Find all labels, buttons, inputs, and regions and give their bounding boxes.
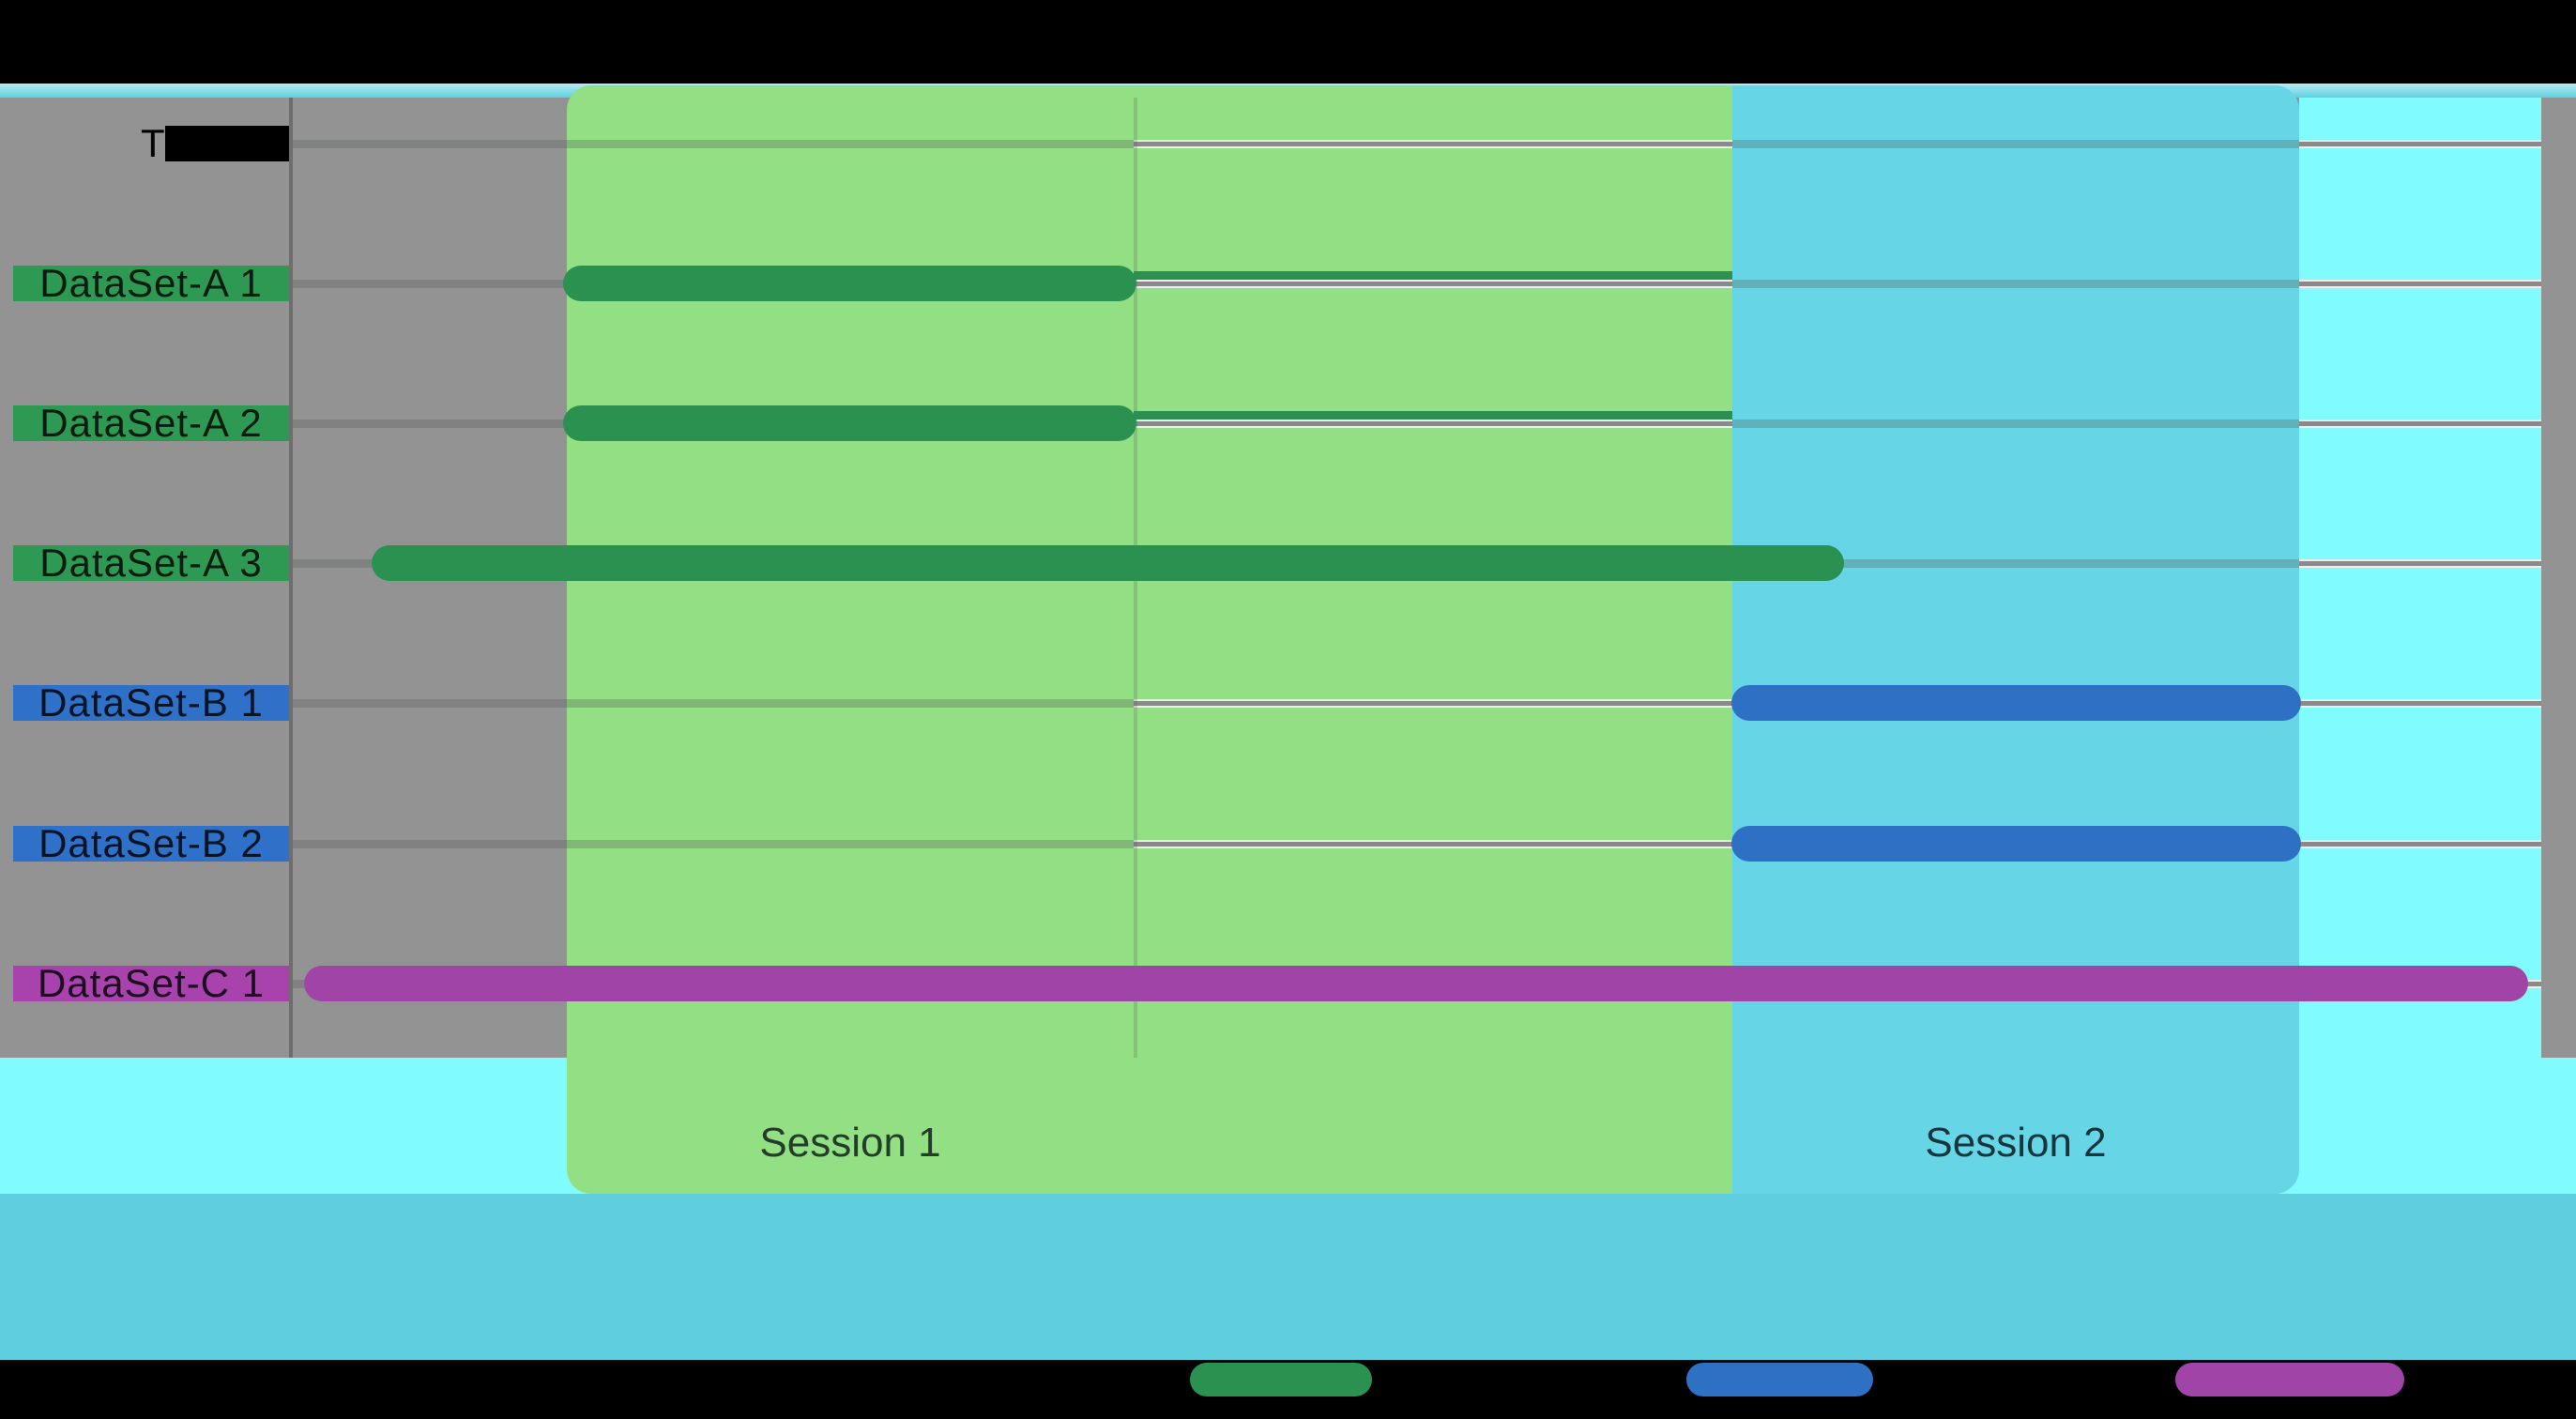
gridline-row0-strong <box>2299 140 2541 148</box>
task-bar-dataset-b-2[interactable] <box>1731 826 2301 862</box>
gridline-row2-strong <box>2299 420 2541 428</box>
row-label-dataset-a-2: DataSet-A 2 <box>13 405 289 441</box>
gridline-row2-muted <box>1732 420 2299 428</box>
gridline-row1-muted <box>1732 280 2299 288</box>
legend-swatch-1[interactable] <box>1686 1363 1873 1396</box>
y-axis-header-visible-letter: T <box>141 121 165 165</box>
gridline-row1-strong <box>1134 280 1732 288</box>
y-axis-header-redacted-box <box>165 126 289 161</box>
unlabeled-right-band <box>2299 98 2541 1194</box>
top-black-bar <box>0 0 2576 84</box>
session-1-band <box>567 85 1732 1194</box>
row-label-dataset-b-2: DataSet-B 2 <box>13 826 289 862</box>
gridline-row5-muted <box>292 840 1134 848</box>
gridline-row0-muted <box>1732 140 2299 148</box>
task-bar-dataset-a-3[interactable] <box>372 545 1844 581</box>
row-label-dataset-c-1: DataSet-C 1 <box>13 966 289 1001</box>
row-label-dataset-a-1: DataSet-A 1 <box>13 266 289 301</box>
gridline-row1-strong <box>2299 280 2541 288</box>
x-tick-session-1: Session 1 <box>759 1120 941 1166</box>
session-2-band <box>1732 85 2299 1194</box>
task-extension-line <box>1134 271 1732 280</box>
gridline-row3-muted <box>1732 559 2299 568</box>
task-extension-line <box>1134 411 1732 420</box>
gridline-row3-strong <box>2299 559 2541 568</box>
gridline-row0-strong <box>1134 140 1732 148</box>
gridline-row2-strong <box>1134 420 1732 428</box>
legend-swatch-2[interactable] <box>2175 1363 2404 1396</box>
x-tick-session-2: Session 2 <box>1925 1120 2107 1166</box>
gridline-row4-muted <box>292 699 1134 708</box>
row-label-dataset-b-1: DataSet-B 1 <box>13 685 289 721</box>
row-label-dataset-a-3: DataSet-A 3 <box>13 545 289 581</box>
task-bar-dataset-b-1[interactable] <box>1731 685 2301 721</box>
legend-swatch-0[interactable] <box>1190 1363 1372 1396</box>
gridline-row4-strong <box>1134 699 1732 708</box>
gridline-row5-strong <box>1134 840 1732 848</box>
gridline-row4-strong <box>2299 699 2541 708</box>
task-bar-dataset-a-2[interactable] <box>563 405 1136 441</box>
bottom-cyan-band <box>0 1194 2576 1360</box>
gridline-row5-strong <box>2299 840 2541 848</box>
task-bar-dataset-c-1[interactable] <box>304 966 2528 1001</box>
y-axis-line <box>289 98 293 1058</box>
gridline-row0-muted <box>292 140 1134 148</box>
task-bar-dataset-a-1[interactable] <box>563 266 1136 301</box>
